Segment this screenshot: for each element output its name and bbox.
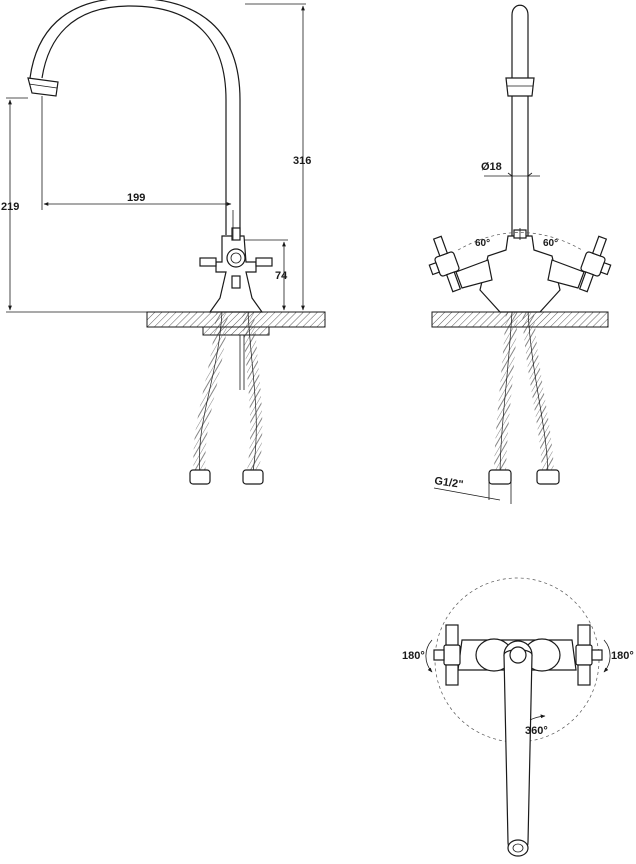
faucet-body-side xyxy=(208,235,264,313)
spout-front xyxy=(511,4,529,240)
dim-body-height: 74 xyxy=(275,270,288,282)
spout xyxy=(41,5,227,235)
faucet-body-front xyxy=(479,235,561,313)
dim-rotation-left: 180° xyxy=(402,650,425,662)
countertop-front xyxy=(431,311,609,328)
cross-handle-right xyxy=(578,235,612,293)
handle-hub-side xyxy=(226,248,246,268)
cross-handle-top-left xyxy=(433,624,461,686)
dimension-labels-top: 180° 180° 360° xyxy=(402,650,634,737)
spout-top xyxy=(503,649,533,854)
dim-connection-thread: G1/2" xyxy=(434,475,464,491)
cross-handle-top-right xyxy=(575,624,603,686)
aerator xyxy=(27,77,59,97)
top-view xyxy=(425,577,611,857)
cross-handle-left xyxy=(428,235,462,293)
dimension-labels-front: Ø18 60° 60° G1/2" xyxy=(434,161,559,491)
dim-spout-rotation: 360° xyxy=(525,725,548,737)
dim-rotation-right: 180° xyxy=(611,650,634,662)
dim-total-height: 316 xyxy=(293,155,311,167)
countertop-side xyxy=(146,311,326,328)
dim-angle-right: 60° xyxy=(543,238,558,249)
dim-spout-reach: 199 xyxy=(127,192,145,204)
front-view xyxy=(428,4,612,504)
dim-spout-height: 219 xyxy=(1,201,19,213)
side-view xyxy=(6,0,326,485)
dimension-labels-side: 316 219 199 74 xyxy=(1,155,311,282)
mounting-nut xyxy=(202,326,270,336)
dim-angle-left: 60° xyxy=(475,238,490,249)
dim-pipe-diameter: Ø18 xyxy=(481,161,502,173)
hose-left xyxy=(193,311,228,479)
